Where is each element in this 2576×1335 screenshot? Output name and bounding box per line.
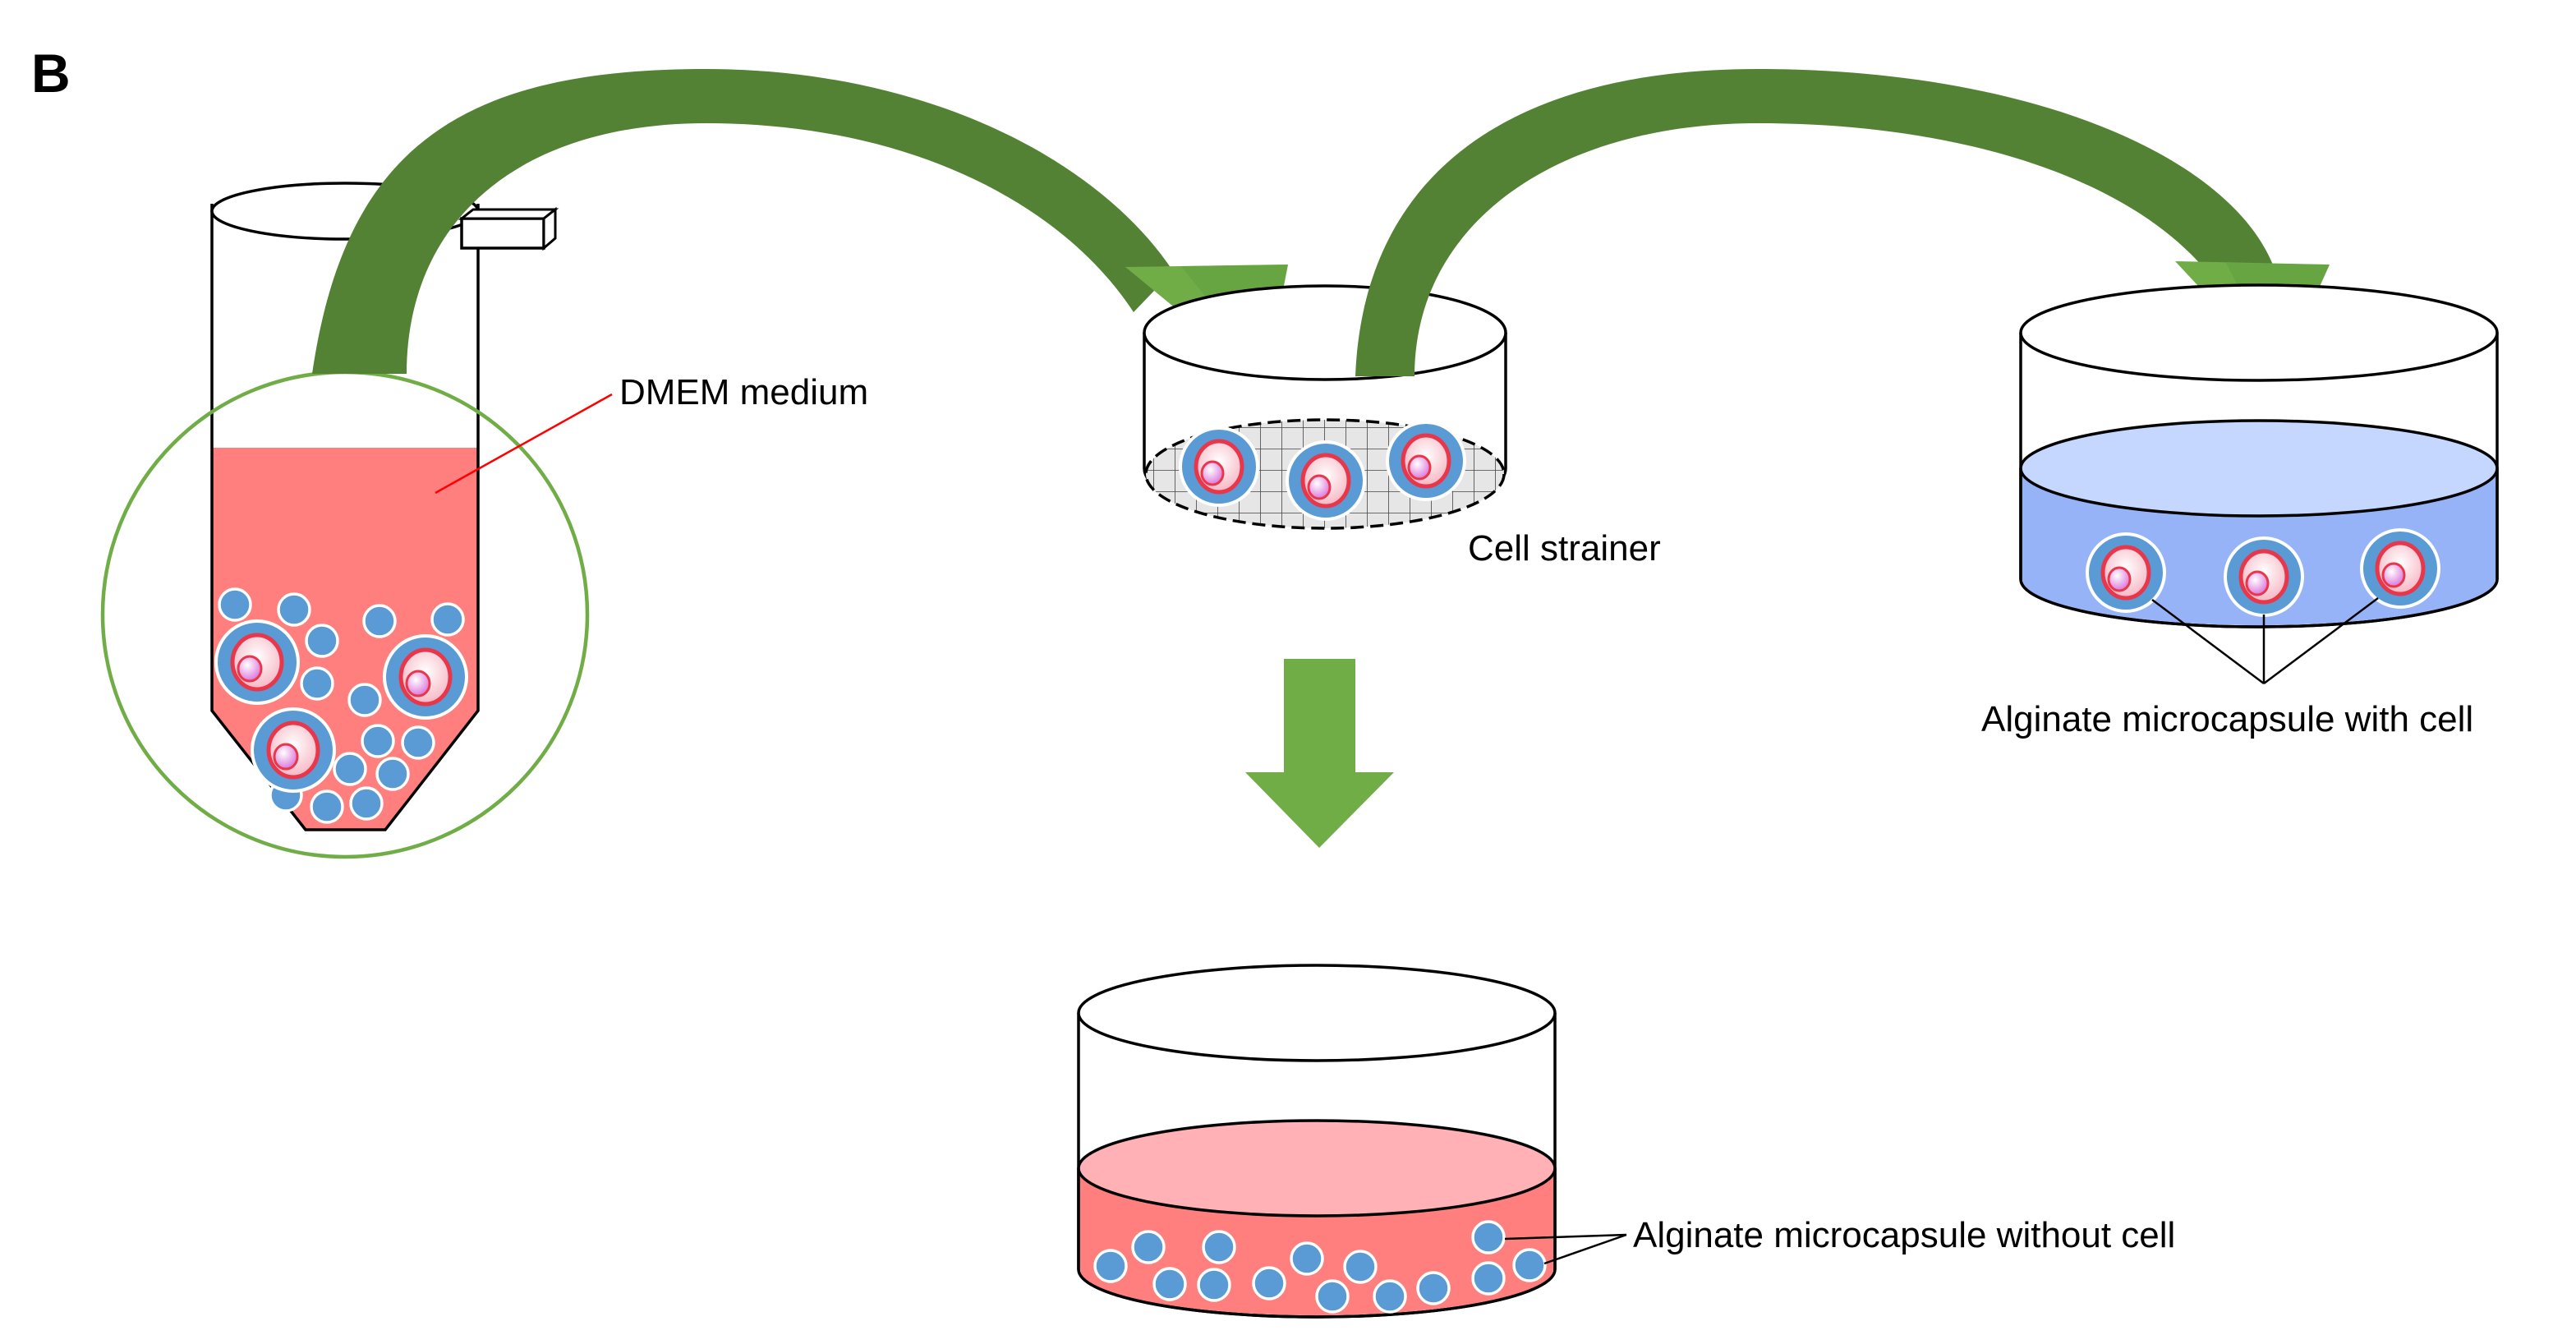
tube-empty-capsules [218,587,465,824]
dish-capsule-with-cell [2360,528,2440,609]
strainer-capsule-with-cell [1286,440,1366,521]
strainer-capsule-with-cell [1179,426,1259,507]
tube-capsule-with-cell [383,634,468,720]
dish-capsules-with-cell [2019,283,2499,628]
blue-liquid-surface [2019,419,2499,518]
dish-empty-capsules [1093,1220,1547,1314]
tube-cap-tab [458,206,559,251]
without-cell-leader-lines [1504,1233,1627,1265]
cell-dish-rim [2019,283,2499,382]
strainer-label: Cell strainer [1468,528,1661,569]
dish-capsules-without-cell [1077,964,1557,1319]
dish-capsule-with-cell [2086,532,2166,613]
empty-dish-rim [1077,964,1557,1062]
pink-medium-surface [1077,1119,1557,1218]
medium-label: DMEM medium [619,372,868,412]
strainer-capsule-with-cell [1386,421,1466,501]
without-cell-label: Alginate microcapsule without cell [1633,1215,2175,1255]
down-arrow [1245,659,1394,848]
conical-tube [210,182,559,831]
tube-capsule-with-cell [214,619,300,705]
with-cell-leader-lines [2151,596,2379,685]
strainer-rim [1143,284,1507,381]
cell-strainer [1143,284,1507,530]
dish-capsule-with-cell [2224,536,2304,617]
panel-label: B [31,43,71,104]
tube-capsule-with-cell [251,707,336,793]
medium-leader-line [435,393,613,495]
with-cell-label: Alginate microcapsule with cell [1981,699,2473,739]
